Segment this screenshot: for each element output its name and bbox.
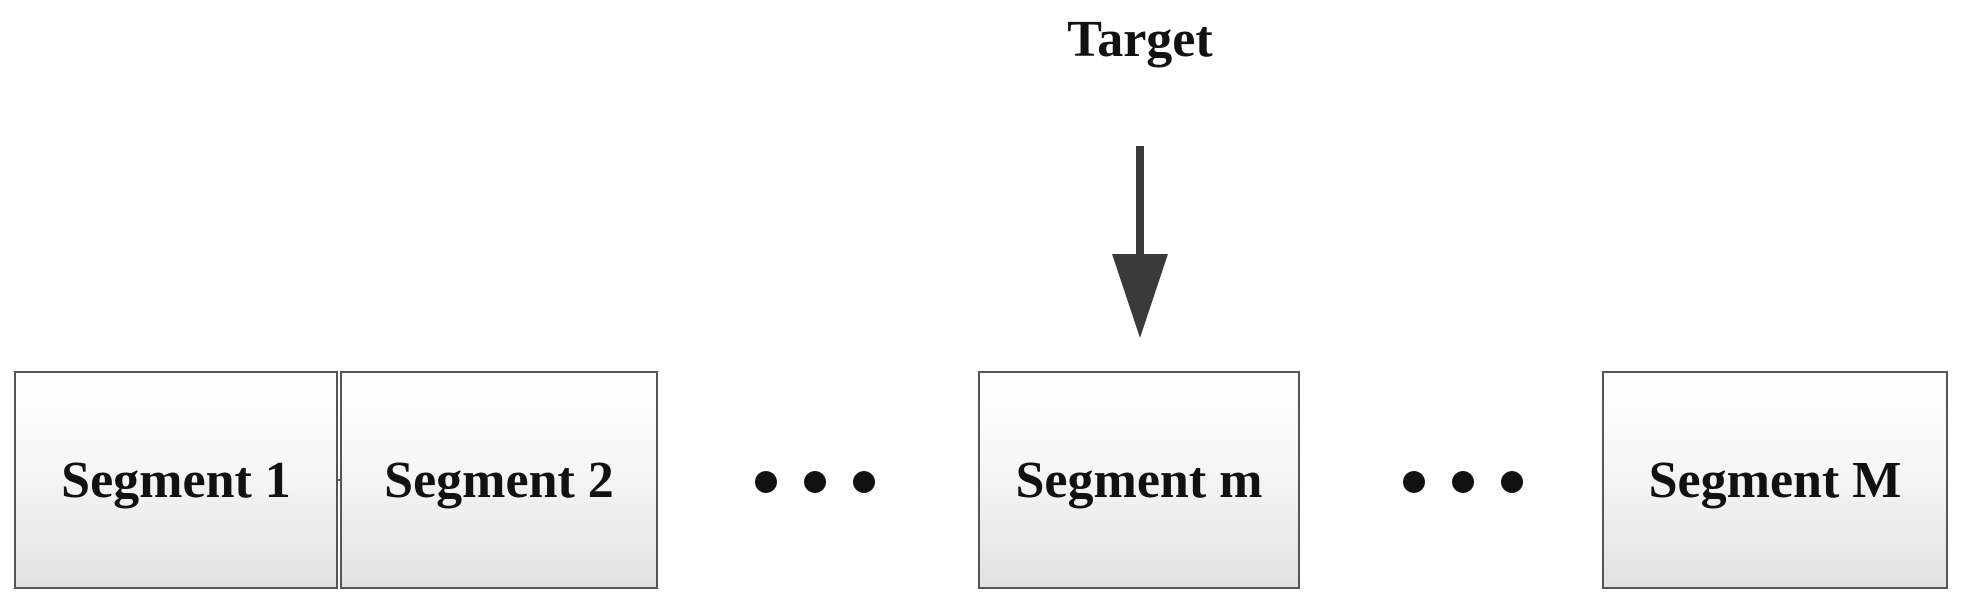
- segment-box-2: Segment 2: [340, 371, 658, 589]
- segment-label: Segment M: [1648, 451, 1902, 509]
- segment-box-m: Segment m: [978, 371, 1300, 589]
- target-label: Target: [1067, 11, 1213, 68]
- segment-label: Segment 2: [384, 451, 614, 509]
- segment-box-M: Segment M: [1602, 371, 1948, 589]
- segment-box-1: Segment 1: [14, 371, 338, 589]
- ellipsis-dots-icon: [1403, 471, 1523, 493]
- segment-label: Segment m: [1015, 451, 1263, 509]
- segment-connector: [337, 479, 342, 481]
- down-arrow-icon: [1112, 146, 1168, 338]
- segment-label: Segment 1: [61, 451, 291, 509]
- ellipsis-dots-icon: [755, 471, 875, 493]
